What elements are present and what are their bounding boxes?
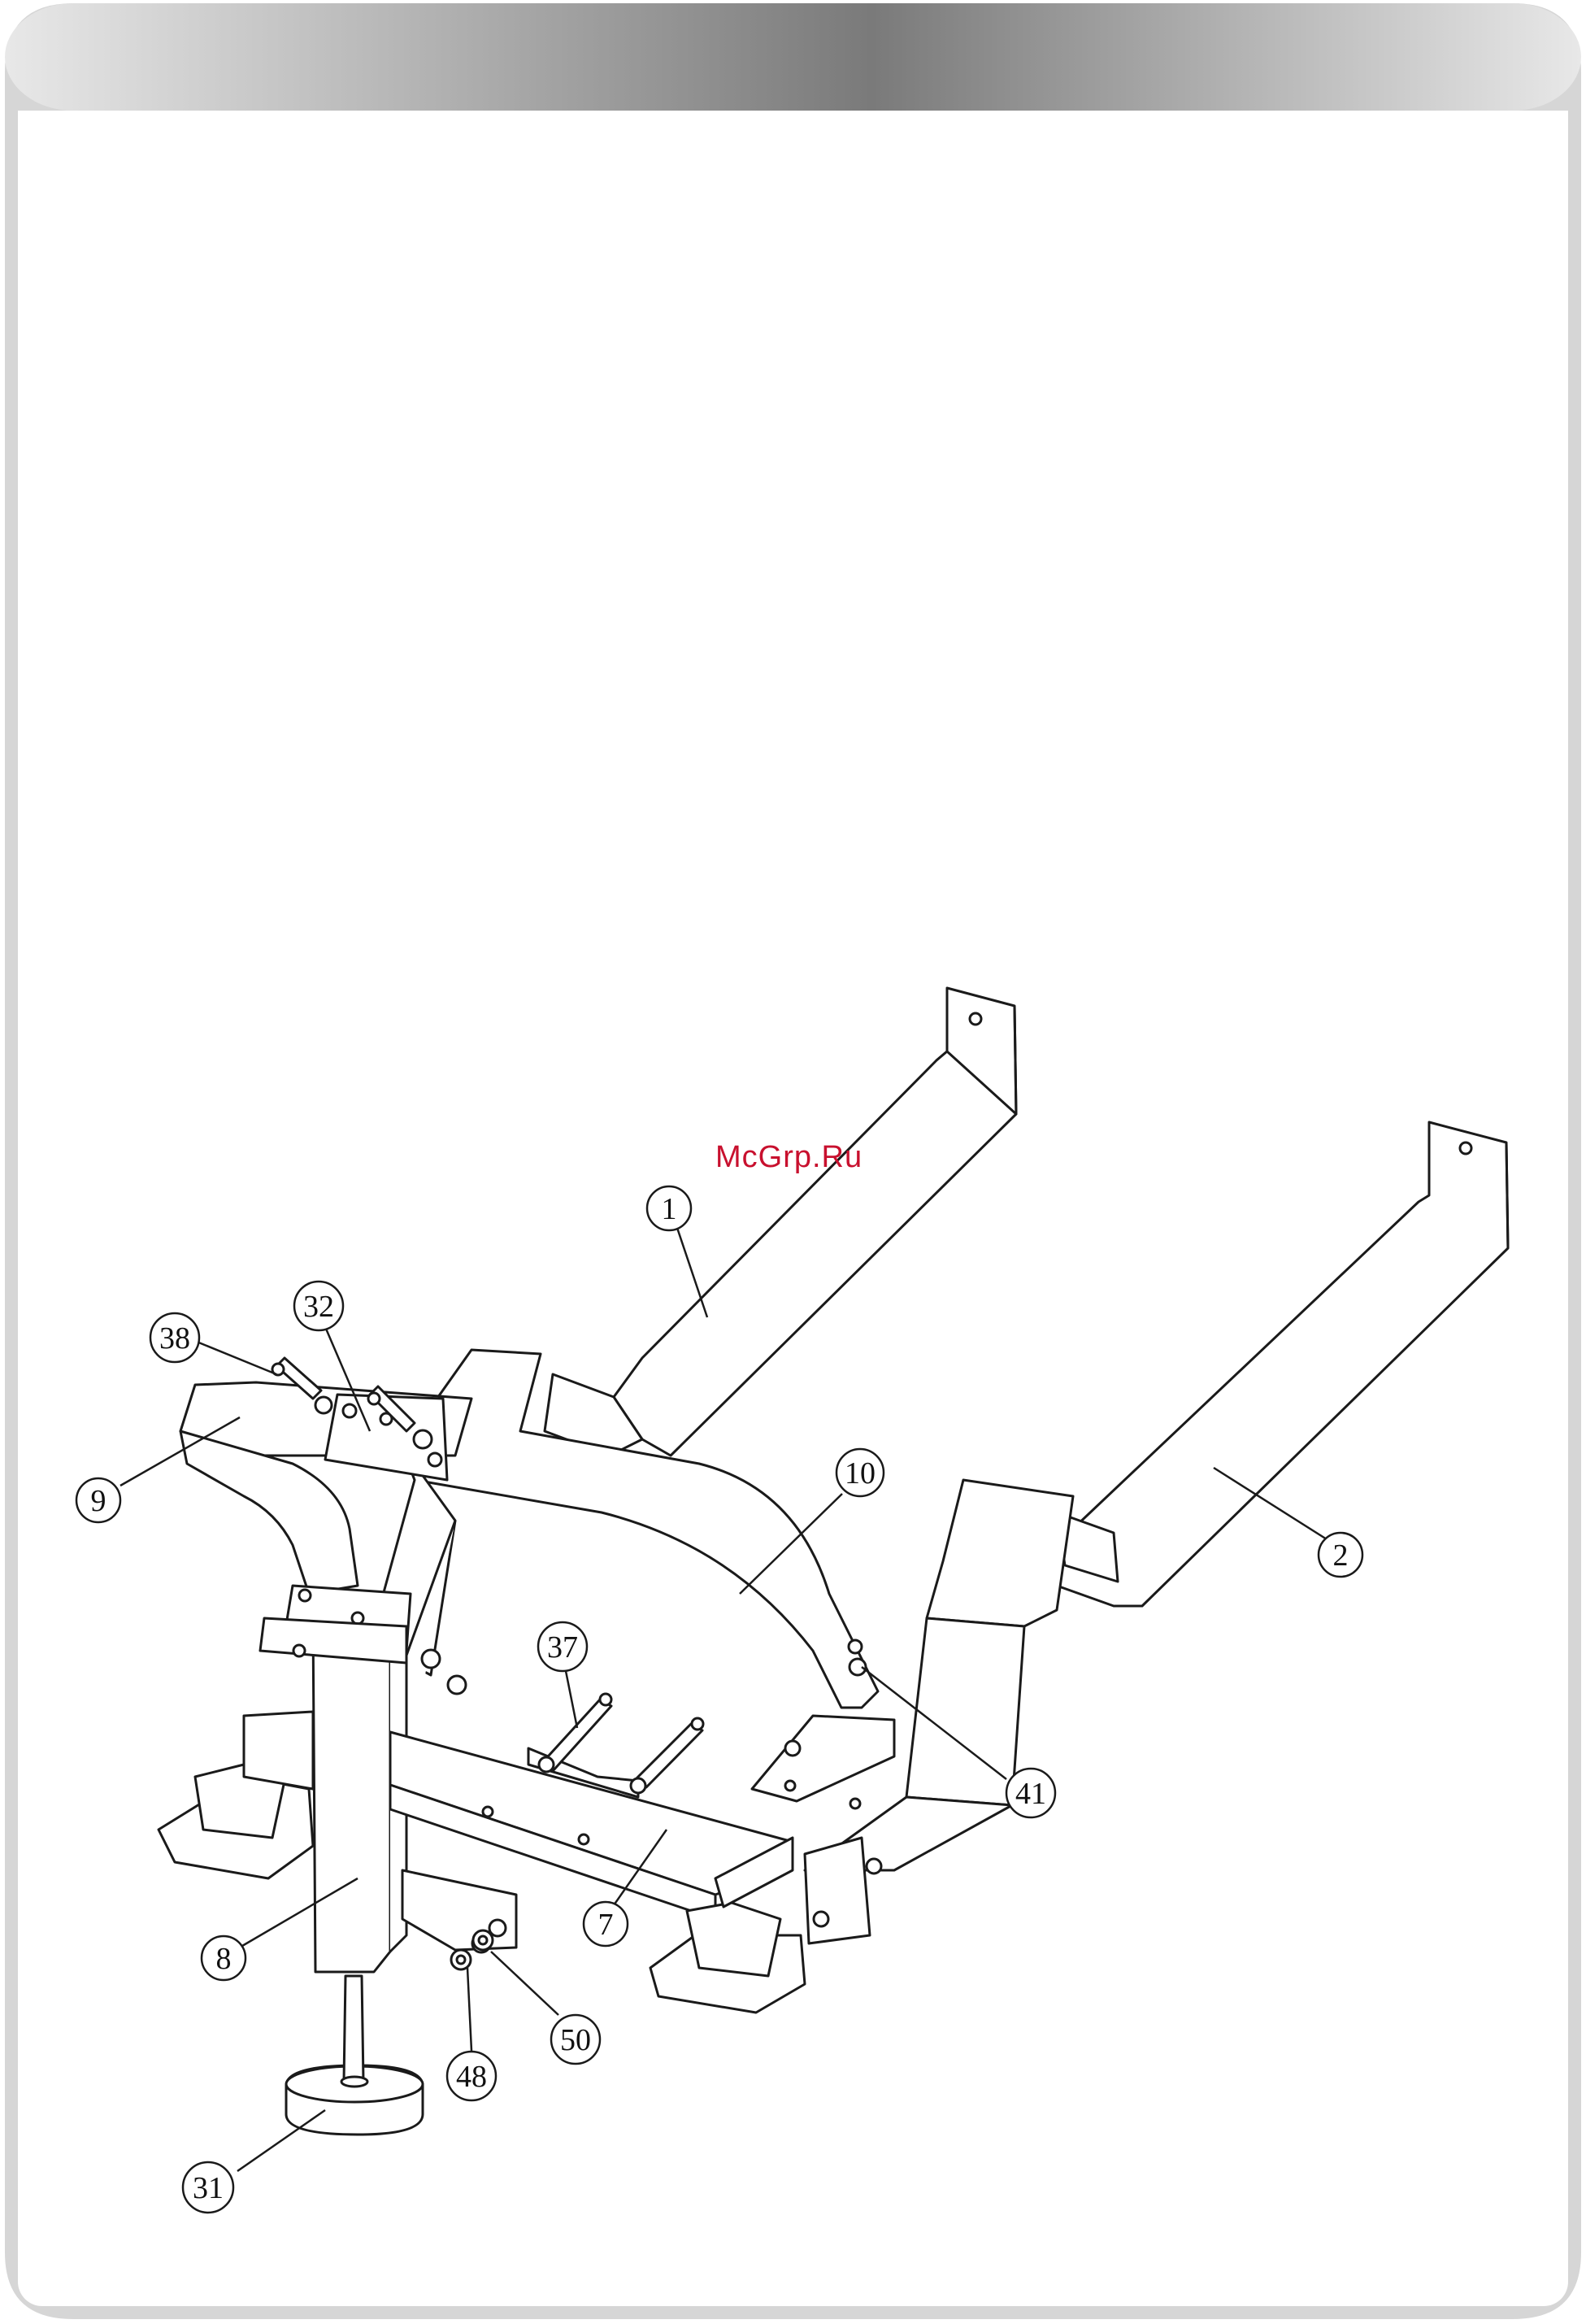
washer-50 xyxy=(473,1930,493,1950)
callout-8-label: 8 xyxy=(216,1942,232,1976)
callout-38: 38 xyxy=(150,1313,199,1362)
callout-41-label: 41 xyxy=(1015,1777,1046,1811)
callout-32: 32 xyxy=(294,1282,343,1330)
callout-38-label: 38 xyxy=(159,1321,190,1356)
callout-48-label: 48 xyxy=(456,2060,487,2094)
callout-41: 41 xyxy=(1006,1769,1055,1817)
nut-48 xyxy=(451,1950,471,1969)
callout-37-label: 37 xyxy=(547,1630,578,1665)
callout-31: 31 xyxy=(183,2162,233,2213)
callout-7-label: 7 xyxy=(598,1908,614,1942)
callout-9: 9 xyxy=(76,1478,120,1522)
callout-1-label: 1 xyxy=(662,1192,677,1226)
callout-8: 8 xyxy=(202,1936,246,1980)
callout-31-label: 31 xyxy=(193,2171,224,2205)
callout-32-label: 32 xyxy=(303,1290,334,1324)
watermark: McGrp.Ru xyxy=(715,1140,863,1175)
callout-9-label: 9 xyxy=(91,1484,106,1518)
callout-10: 10 xyxy=(836,1449,884,1496)
callout-1: 1 xyxy=(647,1186,691,1230)
callout-48: 48 xyxy=(447,2052,496,2100)
callout-2: 2 xyxy=(1319,1533,1362,1577)
callout-7: 7 xyxy=(584,1902,628,1946)
callout-2-label: 2 xyxy=(1333,1538,1349,1573)
callout-37: 37 xyxy=(538,1622,587,1671)
callout-50-label: 50 xyxy=(560,2023,591,2057)
callout-10-label: 10 xyxy=(845,1456,876,1491)
callout-50: 50 xyxy=(551,2015,600,2064)
